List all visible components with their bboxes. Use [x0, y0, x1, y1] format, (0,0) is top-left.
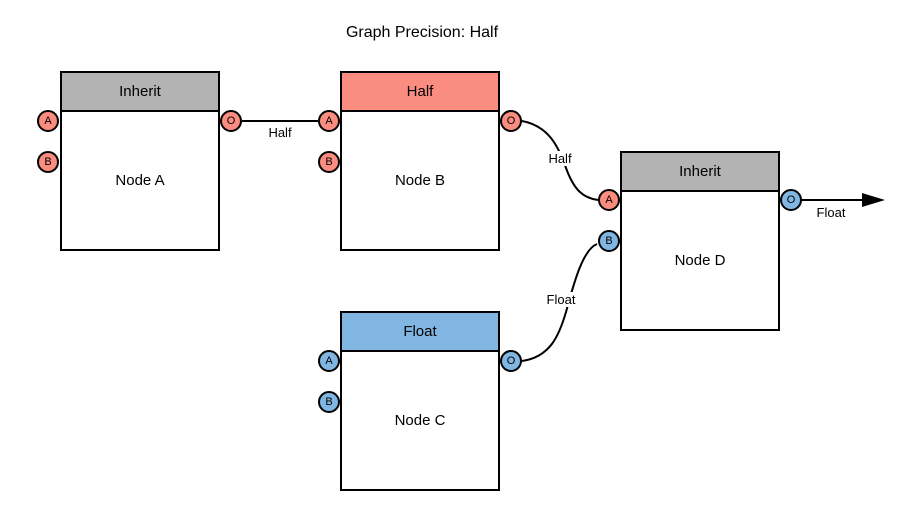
node-a-label: Node A [115, 172, 165, 189]
node-d-port-b: B [598, 230, 620, 252]
port-letter: A [44, 114, 52, 127]
port-letter: B [325, 395, 333, 408]
node-a-port-o: O [220, 110, 242, 132]
node-d-label: Node D [674, 252, 726, 269]
arrowhead-icon [862, 193, 885, 207]
node-c-header: Float [342, 313, 498, 352]
node-d-port-a: A [598, 189, 620, 211]
node-b-label: Node B [394, 172, 446, 189]
node-b-port-b: B [318, 151, 340, 173]
node-b-port-o: O [500, 110, 522, 132]
node-a-port-b: B [37, 151, 59, 173]
diagram-title: Graph Precision: Half [345, 24, 499, 41]
port-letter: O [506, 114, 516, 127]
edge-label-b-to-d: Half [546, 151, 574, 166]
node-c-port-a: A [318, 350, 340, 372]
node-c-label: Node C [394, 412, 446, 429]
node-a-header: Inherit [62, 73, 218, 112]
edge-label-a-to-b: Half [266, 125, 294, 140]
node-b-header: Half [342, 73, 498, 112]
node-d-port-o: O [780, 189, 802, 211]
node-c-port-b: B [318, 391, 340, 413]
node-d: Inherit Node D [620, 151, 780, 331]
node-c: Float Node C [340, 311, 500, 491]
port-letter: B [44, 155, 52, 168]
edge-label-output: Float [814, 205, 848, 220]
port-letter: O [226, 114, 236, 127]
port-letter: O [786, 193, 796, 206]
port-letter: B [605, 234, 613, 247]
port-letter: B [325, 155, 333, 168]
port-letter: O [506, 354, 516, 367]
node-a-port-a: A [37, 110, 59, 132]
port-letter: A [325, 114, 333, 127]
edge-label-c-to-d: Float [544, 292, 578, 307]
port-letter: A [325, 354, 333, 367]
node-c-port-o: O [500, 350, 522, 372]
node-d-header: Inherit [622, 153, 778, 192]
node-b-port-a: A [318, 110, 340, 132]
node-a: Inherit Node A [60, 71, 220, 251]
port-letter: A [605, 193, 613, 206]
node-b: Half Node B [340, 71, 500, 251]
